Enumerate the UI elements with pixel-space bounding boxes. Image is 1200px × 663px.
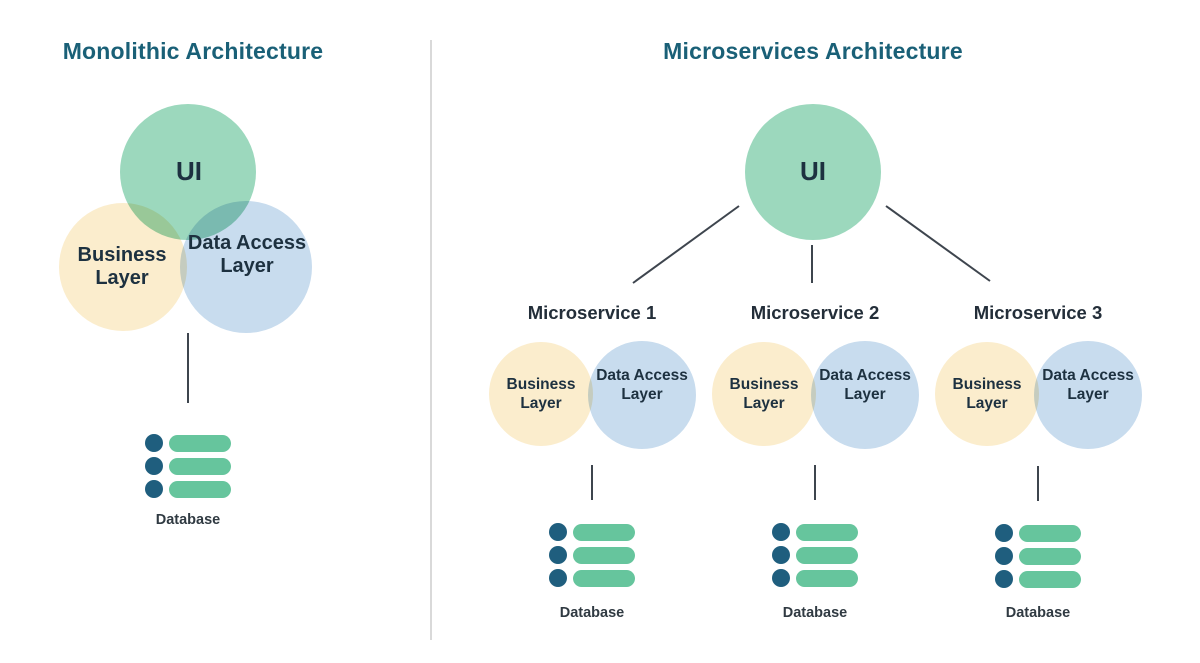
database-row [772,523,858,541]
data-access-layer-label: Data Access Layer [1042,367,1134,403]
database-label: Database [155,512,221,528]
microservice-2-group: Microservice 2 Business Layer Data Acces… [700,295,930,635]
connector-line [632,205,740,284]
business-layer-circle [59,203,187,331]
database-dot-icon [145,457,163,475]
database-bar-icon [573,523,635,541]
database-icon [995,524,1081,588]
database-row [549,523,635,541]
left-panel-title: Monolithic Architecture [62,38,324,64]
database-row [145,480,231,498]
database-label: Database [782,605,848,621]
database-row [995,547,1081,565]
ui-circle [745,104,881,240]
database-icon [549,523,635,587]
business-layer-circle [489,342,593,446]
data-access-layer-label: Data Access Layer [187,232,307,277]
data-access-layer-label: Data Access Layer [596,367,688,403]
database-row [772,569,858,587]
business-layer-label: Business Layer [506,376,576,412]
data-access-layer-circle [588,341,696,449]
business-layer-label: Business Layer [729,376,799,412]
database-dot-icon [145,434,163,452]
database-dot-icon [995,570,1013,588]
database-bar-icon [573,546,635,564]
database-bar-icon [573,569,635,587]
connector-line [885,205,991,282]
panel-divider [430,40,432,640]
database-row [995,570,1081,588]
database-dot-icon [772,523,790,541]
database-bar-icon [796,523,858,541]
microservice-1-label: Microservice 1 [527,302,657,323]
database-dot-icon [995,547,1013,565]
business-layer-label: Business Layer [952,376,1022,412]
data-access-layer-circle [811,341,919,449]
microservice-3-label: Microservice 3 [973,302,1103,323]
data-access-layer-circle [1034,341,1142,449]
data-access-layer-circle [180,201,312,333]
business-layer-circle [712,342,816,446]
database-row [549,569,635,587]
database-label: Database [1005,605,1071,621]
database-bar-icon [796,546,858,564]
database-row [145,457,231,475]
database-dot-icon [549,523,567,541]
microservice-2-label: Microservice 2 [750,302,880,323]
database-bar-icon [1019,570,1081,588]
database-bar-icon [796,569,858,587]
business-layer-circle [935,342,1039,446]
database-dot-icon [772,546,790,564]
database-dot-icon [549,569,567,587]
database-bar-icon [1019,547,1081,565]
database-row [145,434,231,452]
database-row [549,546,635,564]
microservice-3-group: Microservice 3 Business Layer Data Acces… [923,295,1153,635]
business-layer-label: Business Layer [77,244,167,289]
ui-circle-label: UI [800,156,826,186]
database-dot-icon [145,480,163,498]
database-dot-icon [772,569,790,587]
database-dot-icon [549,546,567,564]
database-bar-icon [169,434,231,452]
microservice-1-group: Microservice 1 Business Layer Data Acces… [477,295,707,635]
data-access-layer-label: Data Access Layer [819,367,911,403]
database-row [995,524,1081,542]
database-bar-icon [169,480,231,498]
right-panel-title: Microservices Architecture [663,38,963,64]
database-icon [772,523,858,587]
database-icon [145,434,231,498]
database-bar-icon [169,457,231,475]
ui-circle-label: UI [176,156,202,186]
database-row [772,546,858,564]
database-label: Database [559,605,625,621]
database-bar-icon [1019,524,1081,542]
database-dot-icon [995,524,1013,542]
